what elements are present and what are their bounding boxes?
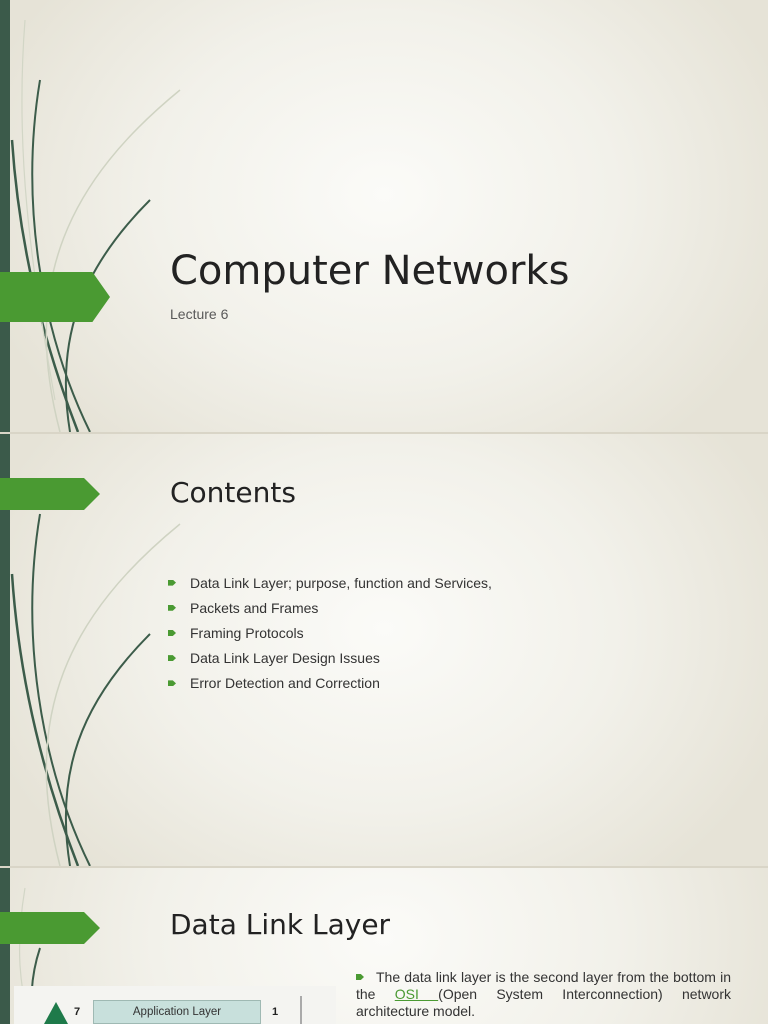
layer-box: Application Layer bbox=[93, 1000, 261, 1024]
side-bar bbox=[0, 0, 10, 432]
slide-divider bbox=[0, 866, 768, 868]
osi-model-figure: 7 Application Layer 1 bbox=[14, 986, 336, 1024]
slide-3: Data Link Layer 7 Application Layer 1 Th… bbox=[0, 868, 768, 1024]
list-item: Packets and Frames bbox=[168, 595, 492, 620]
slide-title: Computer Networks bbox=[170, 248, 570, 294]
layer-number: 1 bbox=[272, 1006, 279, 1018]
divider-line bbox=[300, 996, 302, 1024]
body-paragraph: The data link layer is the second layer … bbox=[356, 969, 731, 1019]
layer-number: 7 bbox=[74, 1006, 81, 1018]
slide-title: Data Link Layer bbox=[170, 908, 391, 941]
triangle-icon bbox=[44, 1002, 68, 1024]
list-item: Data Link Layer; purpose, function and S… bbox=[168, 570, 492, 595]
title-arrow-marker bbox=[0, 912, 100, 944]
arrow-bullet-icon bbox=[168, 629, 176, 636]
arrow-bullet-icon bbox=[168, 604, 176, 611]
arrow-bullet-icon bbox=[168, 579, 176, 586]
side-bar bbox=[0, 868, 10, 1024]
list-item: Data Link Layer Design Issues bbox=[168, 646, 492, 671]
title-arrow-marker bbox=[0, 478, 100, 510]
slide-title: Contents bbox=[170, 476, 296, 509]
list-item: Framing Protocols bbox=[168, 620, 492, 645]
arrow-bullet-icon bbox=[356, 974, 364, 980]
title-arrow-marker bbox=[0, 272, 110, 322]
side-bar bbox=[0, 434, 10, 866]
decorative-swirl bbox=[10, 19, 181, 432]
slide-divider bbox=[0, 432, 768, 434]
slide-2: Contents Data Link Layer; purpose, funct… bbox=[0, 434, 768, 866]
slide-subtitle: Lecture 6 bbox=[170, 306, 229, 322]
arrow-bullet-icon bbox=[168, 680, 176, 687]
decorative-swirl bbox=[10, 513, 181, 866]
contents-list: Data Link Layer; purpose, function and S… bbox=[168, 570, 492, 696]
list-item: Error Detection and Correction bbox=[168, 671, 492, 696]
arrow-bullet-icon bbox=[168, 655, 176, 662]
slide-1: Computer Networks Lecture 6 bbox=[0, 0, 768, 432]
osi-link[interactable]: OSI bbox=[394, 986, 439, 1002]
